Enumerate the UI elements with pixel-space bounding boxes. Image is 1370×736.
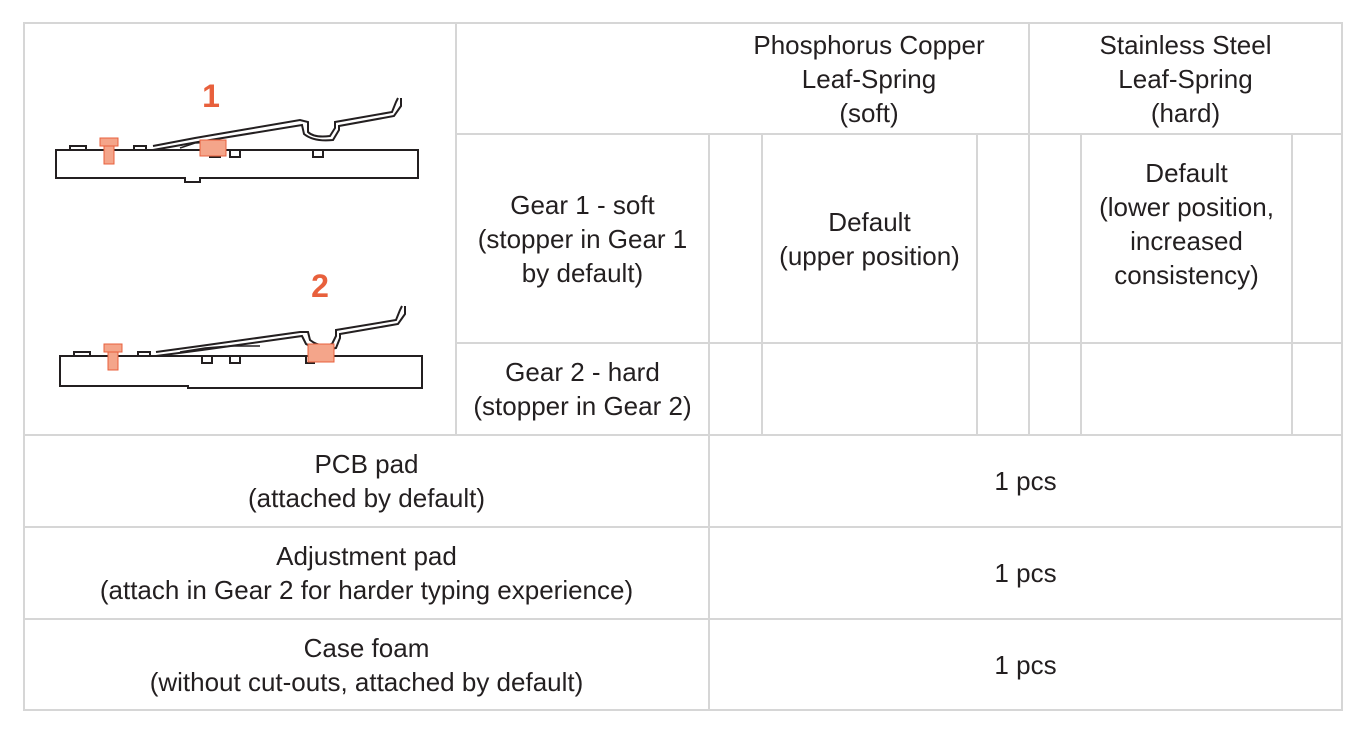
- case-foam-qty: 1 pcs: [994, 649, 1057, 680]
- row-divider-1: [23, 434, 1343, 436]
- sub-divider-5: [1291, 133, 1293, 436]
- sub-divider-3: [1028, 133, 1030, 436]
- gear-2-number: 2: [311, 268, 329, 304]
- header-stainless-steel: Stainless Steel Leaf-Spring (hard): [1030, 24, 1341, 134]
- steel-default-line1: (lower position,: [1099, 191, 1274, 222]
- sub-divider-2: [976, 133, 978, 436]
- gear-1-label: Gear 1 - soft (stopper in Gear 1 by defa…: [457, 135, 708, 342]
- sub-divider-1: [761, 133, 763, 436]
- gear-2-title: Gear 2 - hard: [505, 357, 660, 387]
- header-copper-line2: Leaf-Spring: [801, 64, 937, 94]
- header-phosphorus-copper: Phosphorus Copper Leaf-Spring (soft): [710, 24, 1028, 134]
- copper-default-title: Default: [828, 206, 911, 237]
- gear-2-label: Gear 2 - hard (stopper in Gear 2): [457, 344, 708, 434]
- copper-default: Default (upper position): [763, 135, 976, 342]
- label-divider: [708, 133, 710, 711]
- steel-default-line2: increased: [1130, 225, 1243, 256]
- steel-default-title: Default: [1145, 157, 1228, 188]
- case-foam-note: (without cut-outs, attached by default): [149, 666, 584, 697]
- adjustment-pad-label: Adjustment pad (attach in Gear 2 for har…: [25, 528, 708, 618]
- gear-1-note-line2: by default): [521, 257, 644, 288]
- pcb-pad-title: PCB pad: [314, 449, 419, 479]
- steel-default-line3: consistency): [1114, 259, 1259, 290]
- gear-divider: [456, 342, 1343, 344]
- sub-divider-4: [1080, 133, 1082, 436]
- copper-default-note: (upper position): [779, 240, 960, 271]
- gear-2-pad: [307, 343, 335, 363]
- gear-1-drawing: [55, 97, 419, 183]
- table-border-top: [23, 22, 1343, 24]
- pcb-pad-qty: 1 pcs: [994, 466, 1057, 496]
- row-divider-2: [23, 526, 1343, 528]
- gear-1-stopper-stem: [103, 145, 115, 165]
- case-foam-title: Case foam: [303, 632, 430, 663]
- gear-1-note-line1: (stopper in Gear 1: [477, 223, 688, 254]
- table-border-left: [23, 22, 25, 711]
- header-steel-line3: (hard): [1150, 98, 1221, 128]
- gear-2-stopper-stem: [107, 351, 119, 371]
- gear-2-note: (stopper in Gear 2): [473, 391, 692, 421]
- header-col-divider: [1028, 22, 1030, 135]
- diagram-divider: [455, 22, 457, 436]
- steel-default: Default (lower position, increased consi…: [1082, 135, 1291, 342]
- row-divider-3: [23, 618, 1343, 620]
- gear-1-pad: [199, 139, 227, 157]
- header-copper-line1: Phosphorus Copper: [753, 30, 985, 60]
- table-border-right: [1341, 22, 1343, 711]
- table-border-bottom: [23, 709, 1343, 711]
- leaf-spring-gear-diagram: 1 2: [55, 78, 423, 389]
- adjustment-pad-qty: 1 pcs: [994, 558, 1057, 588]
- header-divider: [456, 133, 1343, 135]
- gear-1-title: Gear 1 - soft: [510, 189, 655, 220]
- header-steel-line2: Leaf-Spring: [1118, 64, 1253, 94]
- case-foam-label: Case foam (without cut-outs, attached by…: [25, 620, 708, 709]
- gear-1-stopper-pin: [99, 137, 119, 147]
- adjustment-pad-note: (attach in Gear 2 for harder typing expe…: [99, 575, 634, 605]
- pcb-pad-note: (attached by default): [247, 483, 486, 513]
- header-copper-line3: (soft): [839, 98, 899, 128]
- gear-2-stopper-pin: [103, 343, 123, 353]
- header-steel-line1: Stainless Steel: [1099, 30, 1272, 60]
- adjustment-pad-title: Adjustment pad: [276, 541, 457, 571]
- pcb-pad-label: PCB pad (attached by default): [25, 436, 708, 526]
- gear-1-number: 1: [202, 78, 220, 114]
